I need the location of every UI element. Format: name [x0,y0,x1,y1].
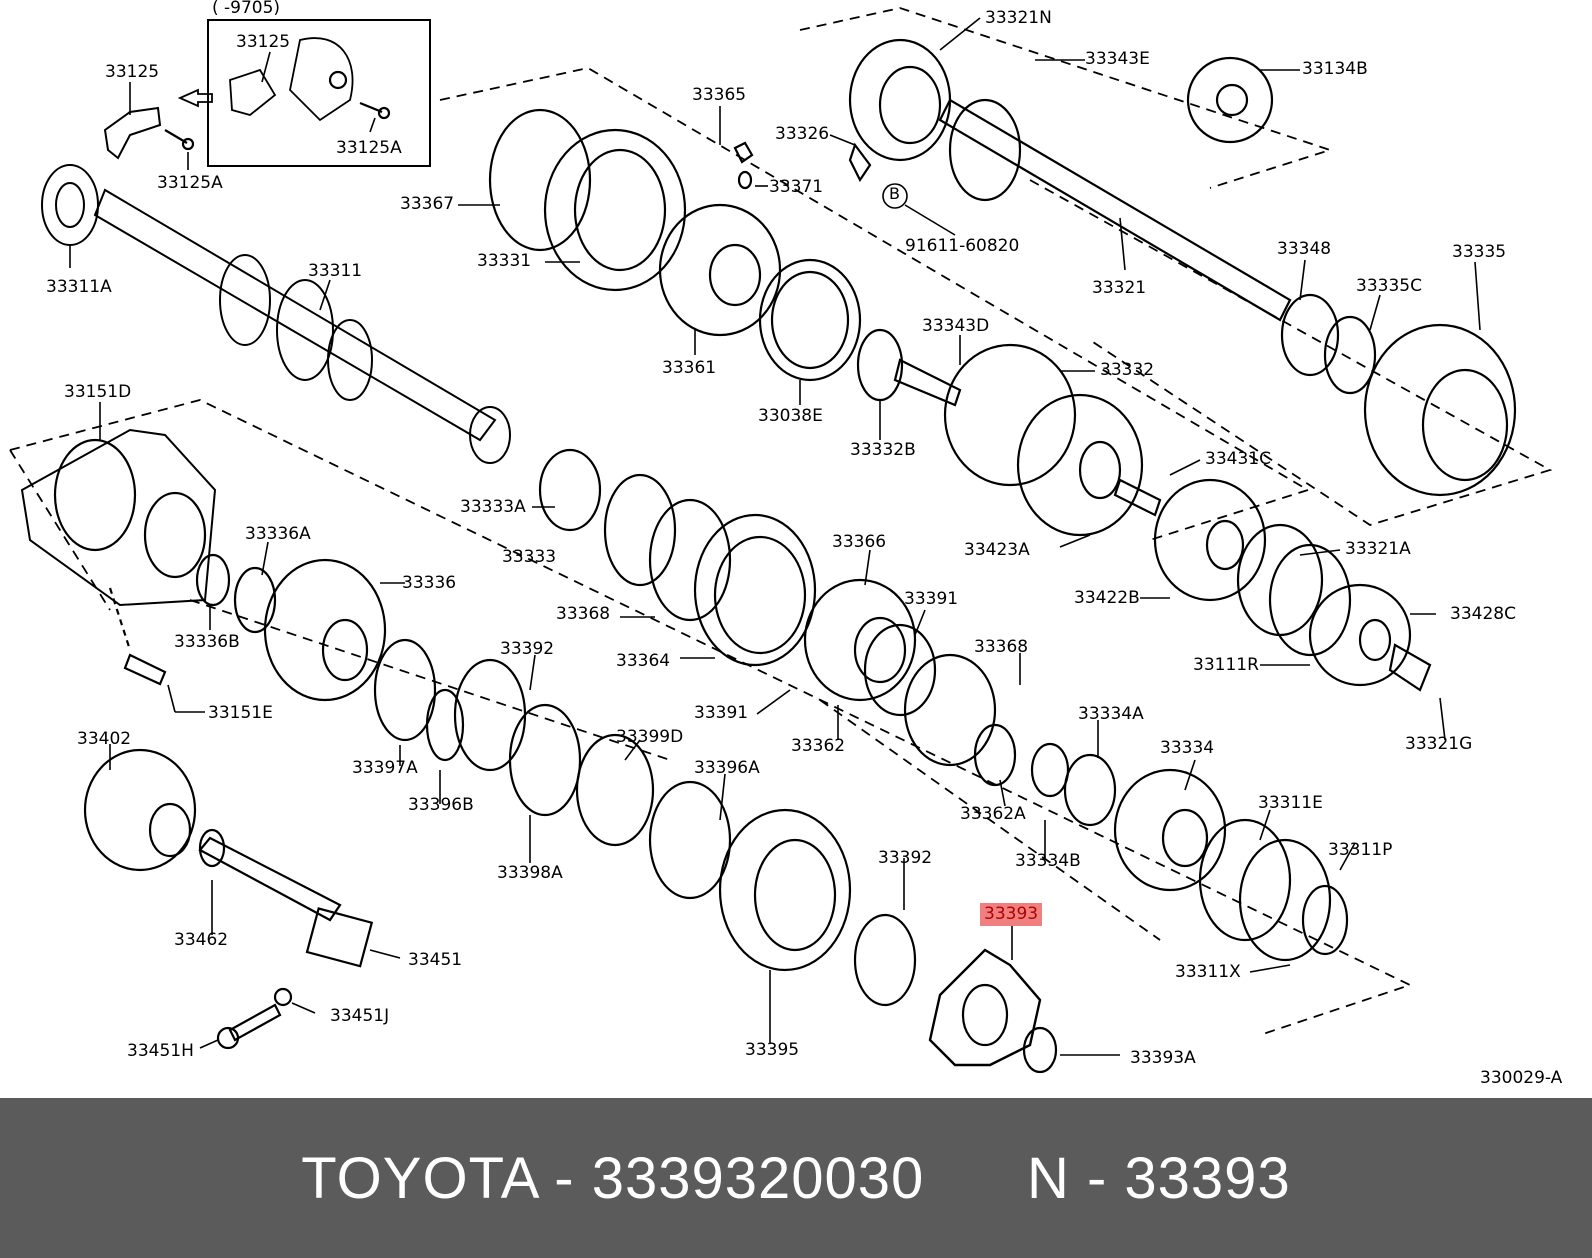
part-label-33398A: 33398A [497,863,563,883]
part-label-33431C: 33431C [1205,449,1271,469]
part-label-33423A: 33423A [964,540,1030,560]
part-label-33321N: 33321N [985,8,1052,28]
circled-letter-b: B [889,184,900,203]
part-label-33321A: 33321A [1345,539,1411,559]
gasket [20,428,217,607]
part-label-33134B: 33134B [1302,59,1368,79]
part-label-33462: 33462 [174,930,229,950]
part-label-33393-highlighted[interactable]: 33393 [980,903,1043,926]
part-label-33333A: 33333A [460,497,526,517]
part-label-33125A: 33125A [157,173,223,193]
exploded-parts-diagram: ( -9705) 33125 33125 33125A 33125A 33311… [9,0,1563,1088]
part-label-33334B: 33334B [1015,851,1081,871]
footer-bar: TOYOTA - 3339320030 N - 33393 [0,1098,1592,1258]
part-label-33336: 33336 [402,573,457,593]
part-label-33336B: 33336B [174,632,240,652]
part-label-33334: 33334 [1160,738,1215,758]
part-label-33125: 33125 [236,32,291,52]
part-label-33311: 33311 [308,261,363,281]
diagram-reference-number: 330029-A [1480,1068,1563,1088]
part-label-33332: 33332 [1100,360,1155,380]
dashed-group-outlines [9,7,1553,1036]
part-label-33366: 33366 [832,532,887,552]
part-label-33392: 33392 [500,639,555,659]
part-label-33362A: 33362A [960,804,1026,824]
part-label-33321G: 33321G [1405,734,1473,754]
part-label-33391: 33391 [904,589,959,609]
part-label-33125: 33125 [105,62,160,82]
part-label-33399D: 33399D [616,727,684,747]
part-label-33334A: 33334A [1078,704,1144,724]
part-label-33422B: 33422B [1074,588,1140,608]
leader-lines [69,17,1481,1056]
part-label-33151E: 33151E [208,703,273,723]
part-label-33393A: 33393A [1130,1048,1196,1068]
part-label-33362: 33362 [791,736,846,756]
part-label-33311A: 33311A [46,277,112,297]
part-label-33391: 33391 [694,703,749,723]
part-label-33335: 33335 [1452,242,1507,262]
part-label-33038E: 33038E [758,406,823,426]
part-label-33397A: 33397A [352,758,418,778]
part-label-33367: 33367 [400,194,455,214]
footer-part-number-text: TOYOTA - 3339320030 N - 33393 [301,1145,1291,1211]
part-label-33348: 33348 [1277,239,1332,259]
part-label-33402: 33402 [77,729,132,749]
part-label-33368: 33368 [556,604,611,624]
part-label-33331: 33331 [477,251,532,271]
part-label-33125A: 33125A [336,138,402,158]
inset-box [207,19,431,167]
part-label-33321: 33321 [1092,278,1147,298]
part-label-33451H: 33451H [127,1041,194,1061]
part-label-33364: 33364 [616,651,671,671]
part-label-33365: 33365 [692,85,747,105]
part-label-91611-60820: 91611-60820 [905,236,1020,256]
part-label-33333: 33333 [502,547,557,567]
part-33393-drawing [928,948,1042,1067]
part-label-33343E: 33343E [1085,49,1150,69]
part-label-33343D: 33343D [922,316,990,336]
part-label-33451: 33451 [408,950,463,970]
part-label-33311X: 33311X [1175,962,1241,982]
part-label-33395: 33395 [745,1040,800,1060]
part-label-33371: 33371 [769,177,824,197]
part-label-33428C: 33428C [1450,604,1516,624]
part-label-33151D: 33151D [64,382,132,402]
part-label-33111R: 33111R [1193,655,1259,675]
part-label-33311E: 33311E [1258,793,1323,813]
part-label-33451J: 33451J [330,1006,390,1026]
part-label-33326: 33326 [775,124,830,144]
part-label-33396A: 33396A [694,758,760,778]
part-label-9705: ( -9705) [212,0,281,18]
part-label-33368: 33368 [974,637,1029,657]
part-label-33336A: 33336A [245,524,311,544]
part-label-33335C: 33335C [1356,276,1422,296]
part-label-33311P: 33311P [1328,840,1393,860]
part-label-33392: 33392 [878,848,933,868]
part-label-33361: 33361 [662,358,717,378]
part-label-33396B: 33396B [408,795,474,815]
part-label-33332B: 33332B [850,440,916,460]
input-shaft [41,164,511,464]
